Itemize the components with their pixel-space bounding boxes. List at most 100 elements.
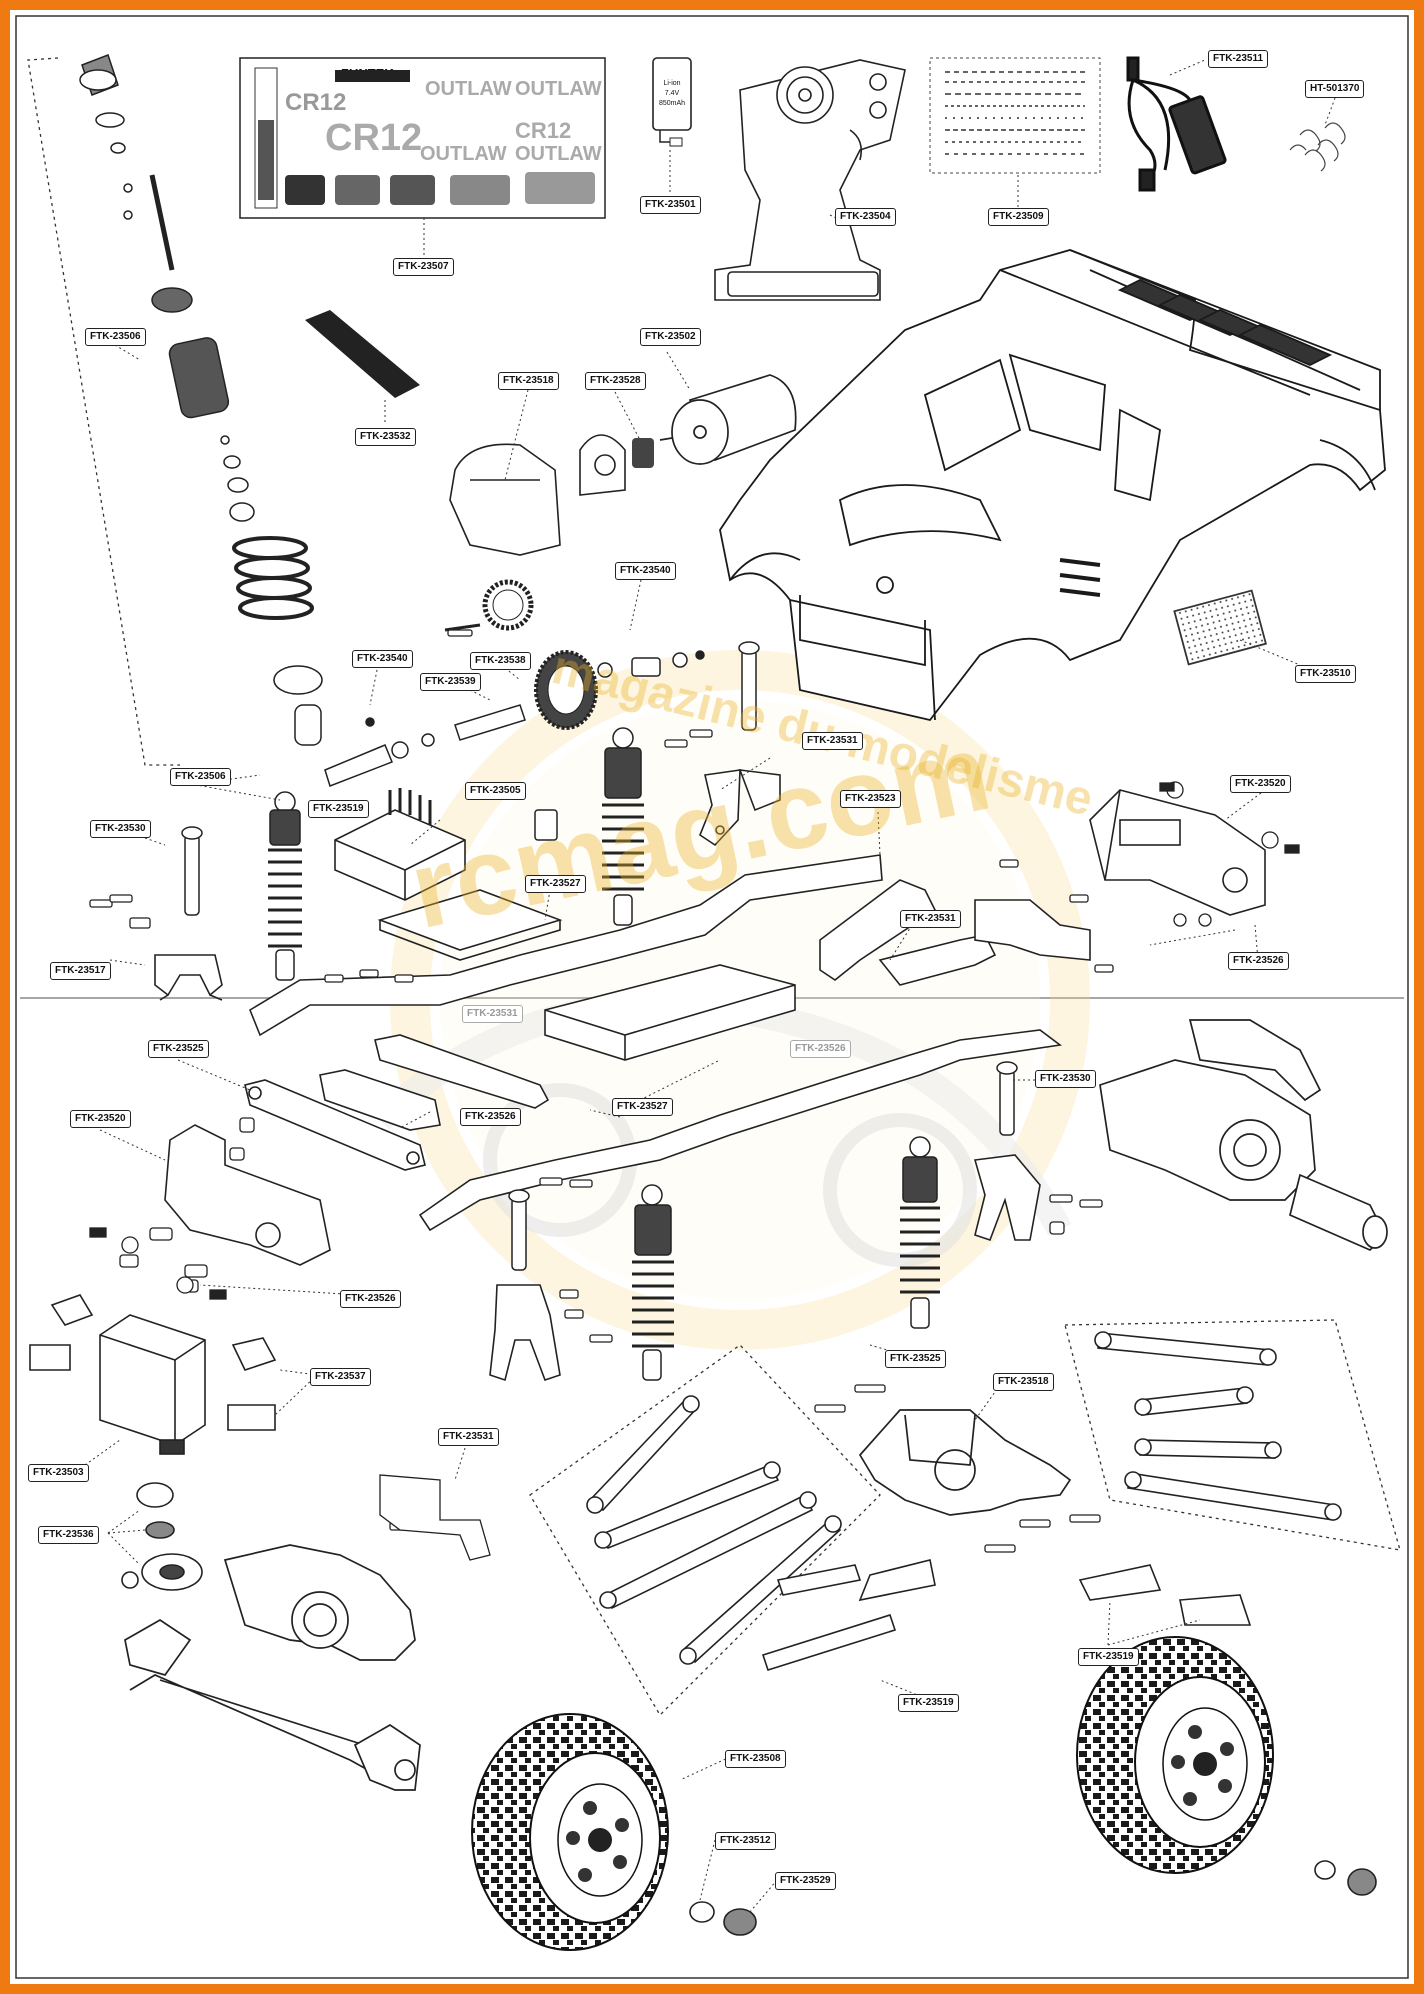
link-mount-lower (319, 1069, 441, 1131)
shock-exploded-view (27, 54, 323, 766)
battery-text-1: Li-ion (663, 80, 680, 87)
part-label-ftk-23523: FTK-23523 (840, 790, 901, 808)
part-label-ftk-23518-b: FTK-23518 (993, 1373, 1054, 1391)
part-label-ftk-23510: FTK-23510 (1295, 665, 1356, 683)
pinion-gear (632, 438, 654, 468)
part-label-ftk-23520-b: FTK-23520 (70, 1110, 131, 1128)
shock-absorber-lower-2 (900, 1136, 940, 1329)
part-label-ftk-23502: FTK-23502 (640, 328, 701, 346)
part-label-ftk-23530-a: FTK-23530 (90, 820, 151, 838)
transmitter (714, 59, 906, 301)
center-driveshafts (761, 1559, 1252, 1671)
spur-gear (444, 579, 598, 730)
decal-outlaw-1: OUTLAW (425, 78, 512, 100)
part-label-ftk-23518-a: FTK-23518 (498, 372, 559, 390)
hardware-screws (929, 57, 1101, 174)
motor (659, 374, 797, 465)
front-axle-assembly (124, 1544, 421, 1791)
part-label-ftk-23528: FTK-23528 (585, 372, 646, 390)
gear-cover (449, 434, 626, 556)
decal-outlaw-3: OUTLAW (420, 143, 507, 165)
part-label-ftk-23519-c: FTK-23519 (898, 1694, 959, 1712)
part-label-ftk-23531-c: FTK-23531 (462, 1005, 523, 1023)
part-label-ftk-23512: FTK-23512 (715, 1832, 776, 1850)
battery-tray (544, 964, 796, 1061)
usb-charger-cable (1126, 56, 1227, 192)
part-label-ftk-23506-a: FTK-23506 (85, 328, 146, 346)
part-label-ftk-23520-a: FTK-23520 (1230, 775, 1291, 793)
truck-body-shell (719, 249, 1386, 722)
front-bumper (1089, 789, 1266, 916)
part-label-ftk-23532: FTK-23532 (355, 428, 416, 446)
rear-axle-assembly (1099, 1019, 1388, 1252)
part-label-ftk-23519-b: FTK-23519 (1078, 1648, 1139, 1666)
part-label-ftk-23509: FTK-23509 (988, 208, 1049, 226)
part-label-ftk-23531-d: FTK-23531 (438, 1428, 499, 1446)
callout-leader-lines (84, 59, 1336, 1913)
shock-tower-bracket (154, 954, 223, 1001)
transmission-gearbox (858, 1409, 1072, 1516)
shock-mount (699, 769, 781, 847)
servo-mounts (29, 1294, 277, 1431)
part-label-ftk-23537: FTK-23537 (310, 1368, 371, 1386)
steering-link (974, 899, 1091, 961)
part-label-ftk-23507: FTK-23507 (393, 258, 454, 276)
wheel-tire-rear (1076, 1636, 1274, 1874)
part-label-ftk-23526-d: FTK-23526 (340, 1290, 401, 1308)
shock-mount-lower (489, 1154, 1041, 1382)
suspension-links-rear-set (529, 1344, 881, 1717)
steering-servo (99, 1314, 206, 1455)
part-label-ftk-23529: FTK-23529 (775, 1872, 836, 1890)
body-posts (181, 641, 760, 916)
screws-top (89, 629, 1300, 983)
part-label-ftk-23527-a: FTK-23527 (525, 875, 586, 893)
part-label-ftk-23540-a: FTK-23540 (615, 562, 676, 580)
servo-saver (121, 1482, 203, 1591)
part-label-ftk-23531-b: FTK-23531 (900, 910, 961, 928)
suspension-link-lower-left (244, 1079, 426, 1171)
part-label-ftk-23519-a: FTK-23519 (308, 800, 369, 818)
steering-link-lower (374, 1034, 550, 1109)
part-label-ftk-23503: FTK-23503 (28, 1464, 89, 1482)
part-label-ftk-23536: FTK-23536 (38, 1526, 99, 1544)
part-label-ftk-23511: FTK-23511 (1208, 50, 1269, 68)
part-label-ftk-23538: FTK-23538 (470, 652, 531, 670)
decal-cr12-small: CR12 (285, 89, 346, 116)
decal-outlaw-4: OUTLAW (515, 143, 602, 165)
part-label-ftk-23527-b: FTK-23527 (612, 1098, 673, 1116)
part-label-ftk-23517: FTK-23517 (50, 962, 111, 980)
wheel-hex-and-nut (689, 1860, 1377, 1936)
shock-absorber-lower-1 (632, 1184, 674, 1381)
wheel-tire-front (471, 1713, 669, 1951)
part-label-ftk-23531-a: FTK-23531 (802, 732, 863, 750)
battery-text-3: 850mAh (659, 100, 685, 107)
part-label-ht-501370: HT-501370 (1305, 80, 1365, 98)
part-label-ftk-23530-b: FTK-23530 (1035, 1070, 1096, 1088)
shock-absorber-left (268, 791, 302, 981)
body-clips (1289, 122, 1346, 172)
decal-cr12-large: CR12 (325, 117, 422, 159)
electronics-plate (377, 889, 563, 961)
part-label-ftk-23525-b: FTK-23525 (885, 1350, 946, 1368)
chassis-frame-rail (249, 854, 883, 1037)
receiver-switch (534, 809, 558, 841)
part-label-ftk-23525-a: FTK-23525 (148, 1040, 209, 1058)
part-label-ftk-23539: FTK-23539 (420, 673, 481, 691)
battery-pack: Li-ion 7.4V 850mAh (652, 57, 692, 147)
shock-absorber-center (602, 727, 644, 926)
suspension-link-top (819, 879, 997, 986)
decal-outlaw-2: OUTLAW (515, 78, 602, 100)
part-label-ftk-23526-c: FTK-23526 (460, 1108, 521, 1126)
battery-strap (305, 310, 420, 398)
decal-sheet: FUNTEK CR12 OUTLAW OUTLAW CR12 OUTLAW CR… (239, 57, 606, 219)
screws-bottom (89, 1117, 1103, 1561)
suspension-links-front-set (1064, 1319, 1401, 1551)
part-label-ftk-23540-b: FTK-23540 (352, 650, 413, 668)
front-bumper-lower (164, 1124, 331, 1266)
part-label-ftk-23506-b: FTK-23506 (170, 768, 231, 786)
decal-cr12-3: CR12 (515, 118, 571, 143)
body-post-lower (508, 1061, 1018, 1271)
battery-text-2: 7.4V (665, 90, 680, 97)
part-label-ftk-23526-b: FTK-23526 (790, 1040, 851, 1058)
